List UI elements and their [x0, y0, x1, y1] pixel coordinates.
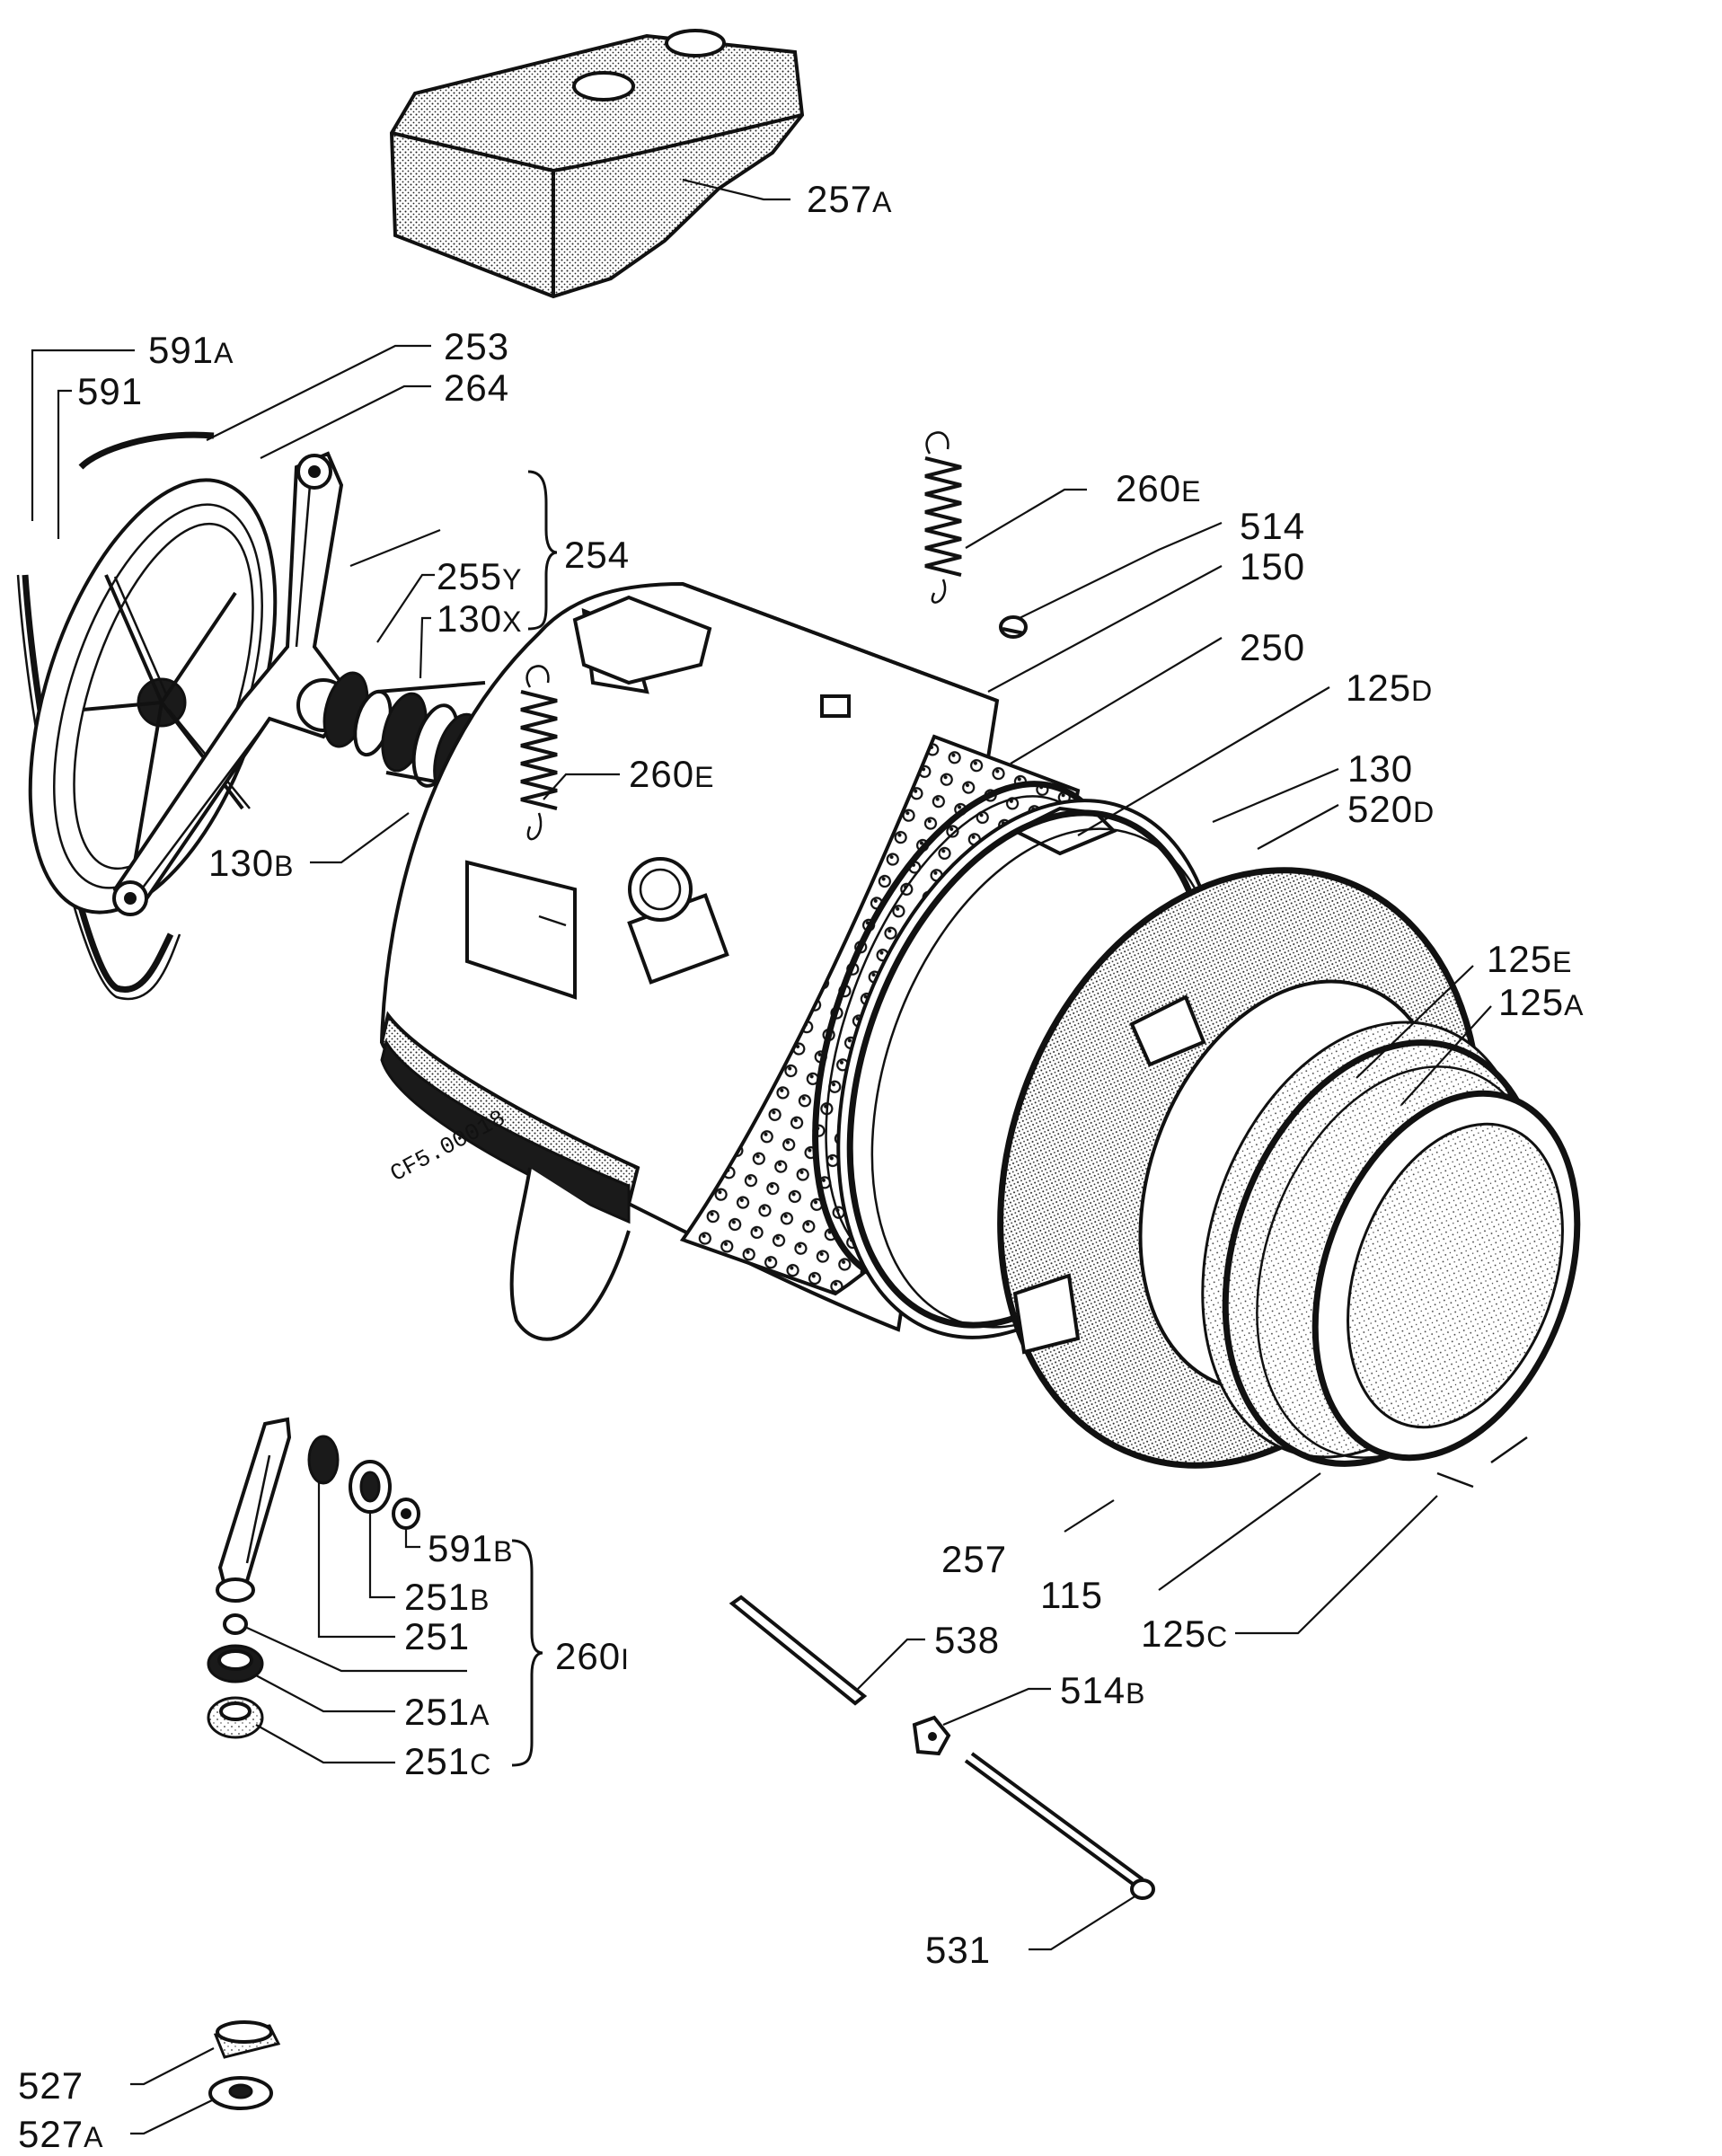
brace-254 [527, 470, 558, 631]
label-514b: 514B [1060, 1669, 1145, 1711]
label-257: 257 [941, 1538, 1007, 1580]
label-264: 264 [444, 367, 509, 409]
label-125d: 125D [1346, 667, 1433, 709]
label-150: 150 [1240, 545, 1305, 588]
label-260e-mid: 260E [629, 753, 714, 795]
label-253: 253 [444, 325, 509, 367]
label-251b: 251B [404, 1576, 490, 1618]
nut-514 [999, 615, 1028, 639]
rod-538 [729, 1595, 868, 1706]
label-130x: 130X [437, 597, 522, 640]
shock-absorber-260i [207, 1417, 420, 1739]
label-591: 591 [77, 370, 143, 412]
label-254: 254 [564, 534, 630, 576]
label-130: 130 [1347, 747, 1413, 790]
door-seal-115 [1201, 1021, 1581, 1489]
label-125c: 125C [1141, 1613, 1228, 1655]
label-251: 251 [404, 1615, 470, 1657]
label-257a: 257A [807, 178, 892, 220]
label-527a: 527A [18, 2113, 103, 2155]
label-591a: 591A [148, 329, 234, 371]
label-255y: 255Y [437, 555, 522, 597]
label-130b: 130B [208, 842, 294, 884]
part-labels: 257A 591A 591 253 264 254 255Y 130X 130B… [18, 178, 1584, 2155]
nut-514b [912, 1715, 951, 1756]
label-125e: 125E [1487, 938, 1572, 980]
foot-527 [208, 2020, 281, 2110]
leader-lines [31, 178, 1492, 2135]
brace-260i [511, 1539, 543, 1767]
label-260i: 260I [555, 1635, 630, 1677]
spring-260e-mid [520, 665, 558, 841]
label-514: 514 [1240, 505, 1305, 547]
counterweight-top-257a [389, 29, 805, 299]
label-250: 250 [1240, 626, 1305, 668]
label-520d: 520D [1347, 788, 1435, 830]
spring-260e-top [924, 431, 962, 604]
label-251c: 251C [404, 1740, 491, 1782]
label-260e-top: 260E [1116, 467, 1201, 509]
label-115: 115 [1040, 1574, 1103, 1616]
bolt-531 [964, 1752, 1155, 1900]
label-251a: 251A [404, 1691, 490, 1733]
label-591b: 591B [428, 1527, 513, 1569]
label-125a: 125A [1498, 981, 1584, 1023]
label-531: 531 [925, 1929, 991, 1971]
label-538: 538 [934, 1619, 1000, 1661]
label-527: 527 [18, 2064, 84, 2107]
drive-belt [16, 574, 181, 1001]
